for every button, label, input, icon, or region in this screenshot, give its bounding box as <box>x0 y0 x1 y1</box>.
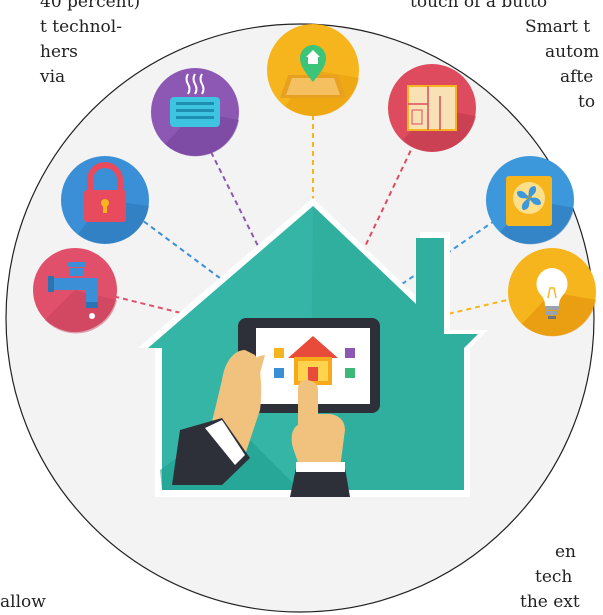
text-left-2: t technol- <box>40 17 122 37</box>
text-right-8: the ext <box>520 592 580 612</box>
map-location-icon <box>267 24 359 117</box>
text-right-7: tech <box>535 567 573 587</box>
text-right-3: autom <box>545 42 600 62</box>
heater-icon <box>151 68 239 157</box>
floor-plan-icon <box>388 64 476 152</box>
text-left-4: via <box>40 67 66 87</box>
text-right-4: afte <box>560 67 594 87</box>
text-right-2: Smart t <box>525 17 591 37</box>
hands <box>172 350 350 497</box>
padlock-icon <box>61 156 149 244</box>
text-right-1: touch of a butto <box>410 0 548 12</box>
text-left-bottom: allow <box>0 592 46 612</box>
text-right-6: en <box>555 542 577 562</box>
text-right-5: to <box>578 92 596 112</box>
fan-icon <box>486 156 574 245</box>
text-left-1: 40 percent) <box>40 0 141 12</box>
light-bulb-icon <box>508 248 596 337</box>
text-left-3: hers <box>40 42 78 62</box>
faucet-icon <box>33 248 117 334</box>
